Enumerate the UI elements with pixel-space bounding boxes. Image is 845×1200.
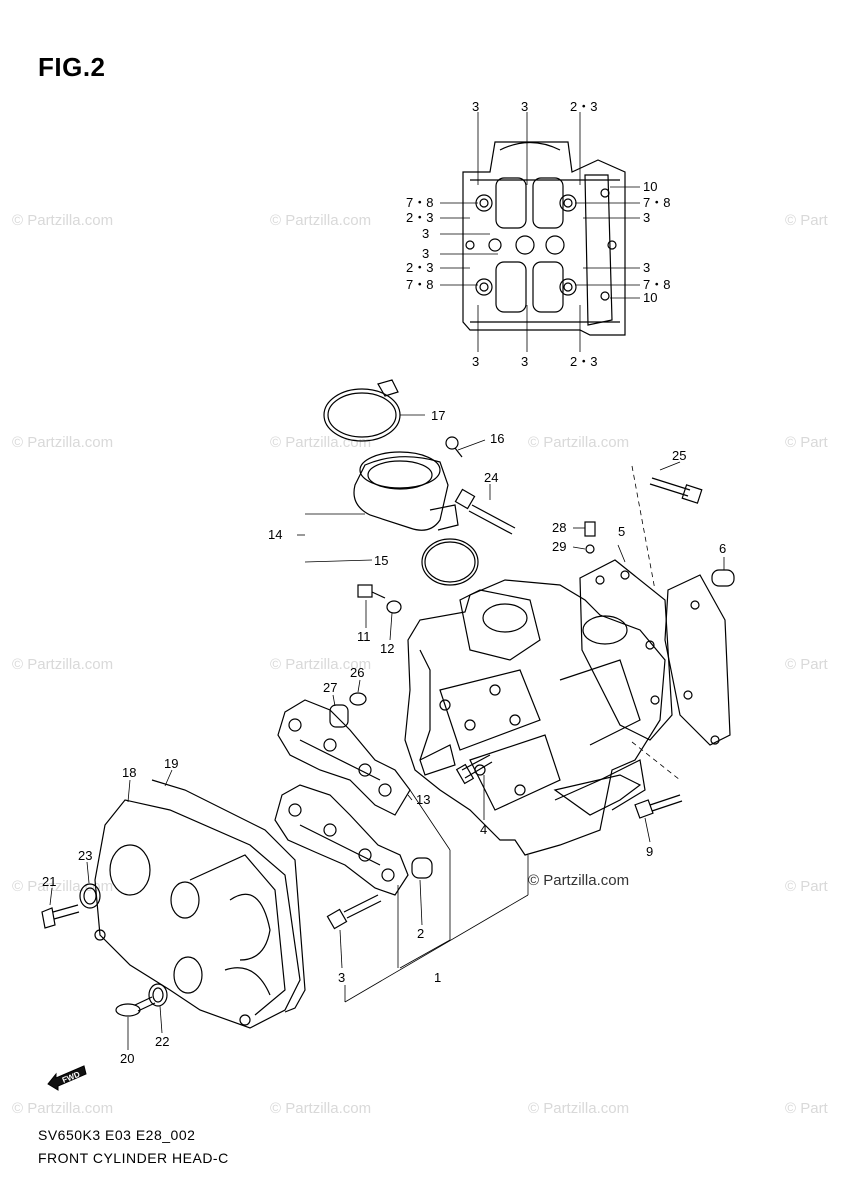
callout-1: 1 bbox=[434, 970, 441, 985]
bleeder-plug bbox=[584, 521, 596, 554]
callout-23: 23 bbox=[78, 848, 92, 863]
callout-19: 19 bbox=[164, 756, 178, 771]
watermark: © Partzilla.com bbox=[270, 1100, 372, 1117]
fwd-label: FWD bbox=[61, 1070, 81, 1085]
camshaft-holder-upper bbox=[277, 699, 411, 816]
bolt-3 bbox=[326, 894, 382, 930]
callout-t4: 10 bbox=[643, 179, 657, 194]
callout-t13: 7・8 bbox=[406, 277, 433, 292]
dowel-pins-26-27 bbox=[329, 692, 367, 728]
watermark: © Part bbox=[785, 212, 828, 229]
watermark: © Partzilla.com bbox=[12, 1100, 114, 1117]
callout-29: 29 bbox=[552, 539, 566, 554]
callout-20: 20 bbox=[120, 1051, 134, 1066]
callout-17: 17 bbox=[431, 408, 445, 423]
bolt-25 bbox=[649, 477, 703, 504]
callout-21: 21 bbox=[42, 874, 56, 889]
callout-12: 12 bbox=[380, 641, 394, 656]
callout-5: 5 bbox=[618, 524, 625, 539]
intake-clamp bbox=[323, 379, 401, 442]
callout-t8: 3 bbox=[643, 210, 650, 225]
callout-27: 27 bbox=[323, 680, 337, 695]
callout-t9: 3 bbox=[422, 226, 429, 241]
water-outlet bbox=[553, 774, 642, 816]
dowel-pin-2 bbox=[411, 857, 433, 879]
cylinder-head bbox=[404, 579, 666, 856]
callout-22: 22 bbox=[155, 1034, 169, 1049]
watermark: © Part bbox=[785, 878, 828, 895]
callout-11: 11 bbox=[357, 629, 371, 644]
callout-t3: 2・3 bbox=[570, 99, 597, 114]
callout-26: 26 bbox=[350, 665, 364, 680]
watermark-main: © Partzilla.com bbox=[528, 872, 630, 889]
callout-t10: 3 bbox=[422, 246, 429, 261]
watermark: © Partzilla.com bbox=[12, 434, 114, 451]
watermark: © Partzilla.com bbox=[12, 878, 114, 895]
watermark: © Partzilla.com bbox=[270, 212, 372, 229]
callout-t12: 3 bbox=[643, 260, 650, 275]
callout-4: 4 bbox=[480, 822, 487, 837]
bolt-11 bbox=[357, 584, 402, 614]
callout-t14: 7・8 bbox=[643, 277, 670, 292]
main-leaders bbox=[49, 414, 725, 1050]
watermark: © Partzilla.com bbox=[270, 656, 372, 673]
callout-9: 9 bbox=[646, 844, 653, 859]
dowel-pin bbox=[711, 569, 735, 587]
callout-3: 3 bbox=[338, 970, 345, 985]
seal-washer-23 bbox=[79, 883, 101, 909]
diagram-title: FRONT CYLINDER HEAD-C bbox=[38, 1150, 229, 1166]
top-view-leaders bbox=[440, 112, 640, 352]
cylinder-head-top-view bbox=[462, 141, 626, 336]
bolt-21 bbox=[41, 904, 80, 929]
callout-16: 16 bbox=[490, 431, 504, 446]
valve-guide bbox=[455, 754, 493, 785]
stud-bolt bbox=[454, 488, 516, 535]
camshaft-holder-lower bbox=[274, 784, 409, 896]
o-ring bbox=[421, 538, 479, 586]
callout-t11: 2・3 bbox=[406, 260, 433, 275]
watermark: © Partzilla.com bbox=[528, 1100, 630, 1117]
figure-title: FIG.2 bbox=[38, 52, 106, 82]
watermark: © Part bbox=[785, 1100, 828, 1117]
callout-18: 18 bbox=[122, 765, 136, 780]
forward-arrow-icon: FWD bbox=[47, 1065, 87, 1091]
cylinder-head-cover bbox=[94, 799, 301, 1029]
callout-15: 15 bbox=[374, 553, 388, 568]
callout-labels-main: 17 16 25 24 14 28 5 29 6 15 11 12 26 27 … bbox=[42, 408, 726, 1066]
bolt-20 bbox=[115, 996, 156, 1017]
callout-24: 24 bbox=[484, 470, 498, 485]
callout-t1: 3 bbox=[472, 99, 479, 114]
callout-t16: 3 bbox=[472, 354, 479, 369]
callout-t18: 2・3 bbox=[570, 354, 597, 369]
seal-washer-22 bbox=[148, 983, 168, 1007]
watermark: © Partzilla.com bbox=[528, 434, 630, 451]
callout-6: 6 bbox=[719, 541, 726, 556]
callout-labels-top: 3 3 2・3 10 7・8 7・8 2・3 3 3 3 2・3 3 7・8 7… bbox=[406, 99, 670, 369]
watermark: © Part bbox=[785, 434, 828, 451]
callout-13: 13 bbox=[416, 792, 430, 807]
diagram-code: SV650K3 E03 E28_002 bbox=[38, 1127, 196, 1143]
callout-t17: 3 bbox=[521, 354, 528, 369]
callout-t15: 10 bbox=[643, 290, 657, 305]
callout-t7: 2・3 bbox=[406, 210, 433, 225]
watermark: © Part bbox=[785, 656, 828, 673]
callout-14: 14 bbox=[268, 527, 282, 542]
callout-t5: 7・8 bbox=[406, 195, 433, 210]
screw-16 bbox=[445, 436, 463, 458]
callout-t6: 7・8 bbox=[643, 195, 670, 210]
callout-2: 2 bbox=[417, 926, 424, 941]
cylinder-gasket bbox=[664, 574, 731, 746]
callout-25: 25 bbox=[672, 448, 686, 463]
callout-28: 28 bbox=[552, 520, 566, 535]
head-gasket bbox=[579, 559, 673, 741]
intake-pipe bbox=[353, 451, 459, 531]
watermark: © Partzilla.com bbox=[12, 212, 114, 229]
callout-t2: 3 bbox=[521, 99, 528, 114]
bolt-9 bbox=[634, 794, 683, 819]
watermark: © Partzilla.com bbox=[12, 656, 114, 673]
cover-gasket bbox=[151, 779, 306, 1013]
